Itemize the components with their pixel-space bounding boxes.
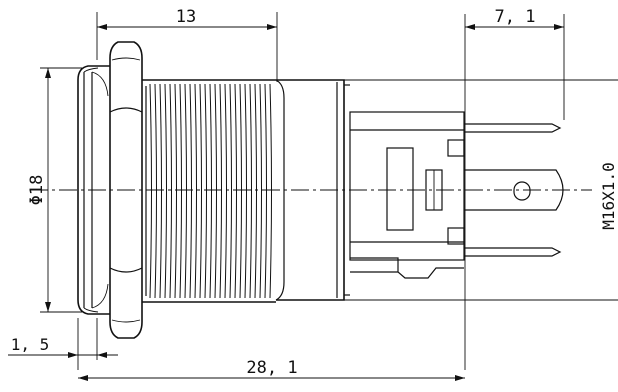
thread-line xyxy=(164,83,167,299)
thread-lines xyxy=(149,83,272,299)
thread-line xyxy=(269,83,272,299)
terminals xyxy=(464,123,564,257)
thread-line xyxy=(154,83,157,299)
thread-line xyxy=(209,83,212,299)
thread-line xyxy=(149,83,152,299)
thread-line xyxy=(214,83,217,299)
outline-extensions xyxy=(344,79,618,301)
dimension-1-5-label: 1, 5 xyxy=(11,335,50,354)
thread-line xyxy=(204,83,207,299)
thread-line xyxy=(244,83,247,299)
hex-nut xyxy=(109,41,143,339)
front-bezel xyxy=(77,65,110,315)
thread-line xyxy=(179,83,182,299)
dimension-1-5: 1, 5 xyxy=(8,318,118,370)
dimension-28-1: 28, 1 xyxy=(78,358,465,381)
dimension-7-1-label: 7, 1 xyxy=(495,7,536,27)
dimension-13-label: 13 xyxy=(176,7,196,27)
thread-line xyxy=(234,83,237,299)
dimension-7-1: 7, 1 xyxy=(464,7,565,370)
thread-line xyxy=(199,83,202,299)
thread-line xyxy=(259,83,262,299)
thread-line xyxy=(254,83,257,299)
thread-line xyxy=(224,83,227,299)
thread-spec-label: M16X1.0 xyxy=(599,162,618,229)
thread-line xyxy=(169,83,172,299)
rear-base xyxy=(349,111,465,279)
thread-line xyxy=(229,83,232,299)
switch-housing xyxy=(275,79,350,301)
thread-line xyxy=(174,83,177,299)
thread-line xyxy=(264,83,267,299)
thread-line xyxy=(194,83,197,299)
dimension-13: 13 xyxy=(96,7,278,82)
thread-line xyxy=(184,83,187,299)
thread-line xyxy=(249,83,252,299)
thread-line xyxy=(239,83,242,299)
dimension-28-1-label: 28, 1 xyxy=(246,358,297,378)
thread-line xyxy=(159,83,162,299)
thread-line xyxy=(219,83,222,299)
thread-line xyxy=(189,83,192,299)
threaded-body xyxy=(142,79,276,303)
